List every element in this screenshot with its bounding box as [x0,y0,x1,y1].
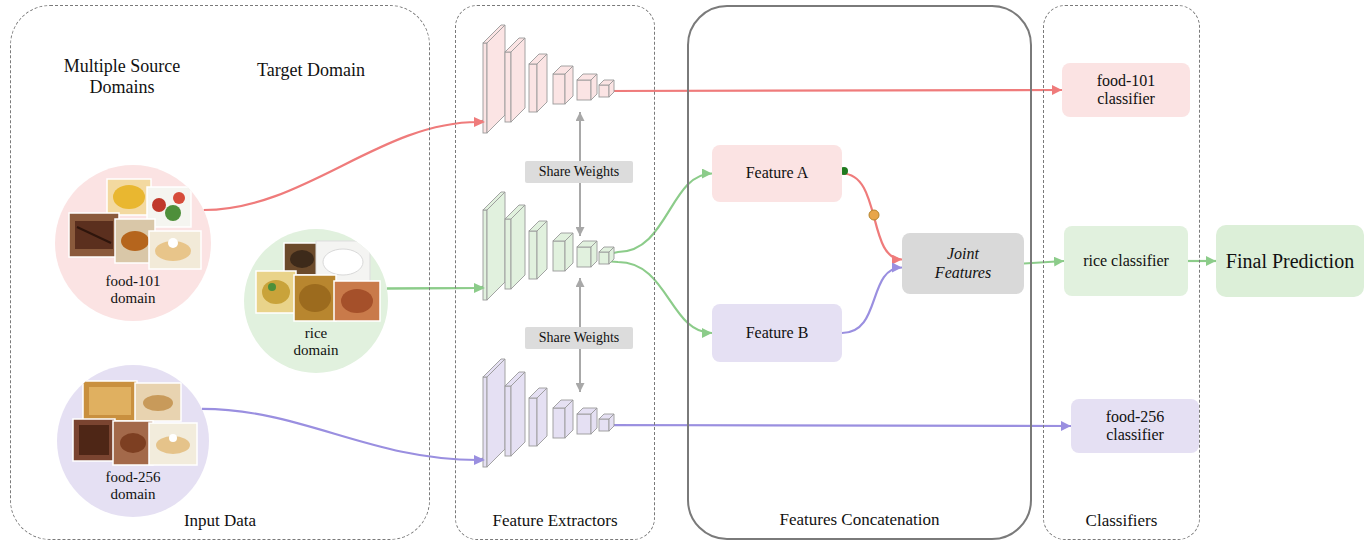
feature-box: Feature B [712,304,842,362]
label-holder: Multiple Source Domains [58,56,186,97]
node-label: Share Weights [539,164,620,180]
domain-circle: food-101 domain [55,165,211,321]
flow-arrow [204,90,1062,210]
node-label: food-256 classifier [1079,408,1191,445]
flow-arrow [1024,261,1064,264]
panel-title: Feature Extractors [492,511,617,531]
flow-arrow [842,268,902,334]
node-label: Final Prediction [1226,250,1354,273]
flow-arrow [842,174,902,260]
region-panel: Feature ExtractorsShare WeightsShare Wei… [455,5,655,540]
flow-arrow [1188,260,1216,262]
prediction-box: Final Prediction [1216,225,1364,297]
entry-arrowhead [474,117,485,127]
domain-circle: food-256 domain [57,365,209,517]
node-label: Share Weights [539,330,620,346]
region-panel: Input Data food-101 domain rice domain f… [10,5,430,540]
node-label: Feature B [746,324,809,342]
cnn-extractor [483,25,614,133]
region-panel: Classifiers food-101 classifier rice class… [1043,5,1200,540]
classifier-box: food-101 classifier [1062,63,1190,117]
node-label: food-101 domain [101,273,165,308]
node-label: rice domain [284,325,348,360]
entry-arrowhead [474,283,485,293]
entry-arrowhead [474,455,485,465]
panel-title: Features Concatenation [779,510,939,530]
panel-title: Input Data [184,511,256,531]
joint-box: Joint Features [902,233,1024,294]
classifier-box: rice classifier [1064,226,1188,296]
share-weights-tag: Share Weights [525,327,633,349]
cnn-extractor [483,192,614,300]
node-label: food-101 classifier [1070,72,1182,109]
domain-circle: rice domain [244,229,388,373]
feature-box: Feature A [712,145,842,202]
share-weights-tag: Share Weights [525,161,633,183]
group-heading: Target Domain [241,60,381,81]
node-label: Feature A [746,164,809,182]
node-label: food-256 domain [101,469,165,504]
classifier-box: food-256 classifier [1071,399,1199,453]
panel-title: Classifiers [1086,511,1158,531]
group-heading: Multiple Source Domains [58,56,186,97]
node-label: Joint Features [928,245,998,282]
node-label: rice classifier [1083,252,1169,270]
label-holder: Target Domain [241,60,381,81]
region-panel: Features Concatenation Feature A Feature B… [687,5,1032,540]
cnn-extractor [483,359,614,467]
joint-dot [869,210,879,220]
flow-arrow [202,409,1071,460]
